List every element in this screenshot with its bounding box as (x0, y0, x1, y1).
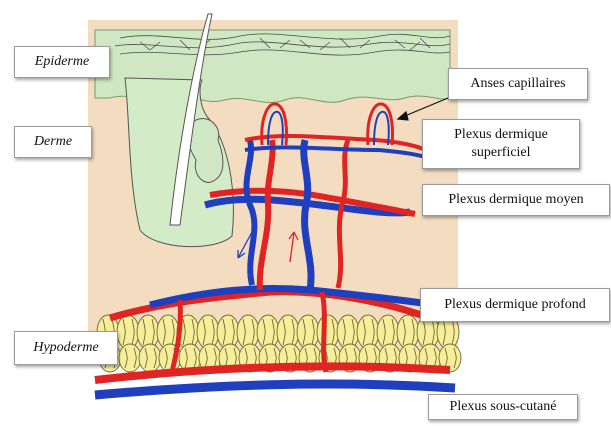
label-anses-capillaires-text: Anses capillaires (470, 75, 565, 93)
label-plexus-superficiel: Plexus dermique superficiel (422, 119, 580, 169)
label-plexus-moyen-text: Plexus dermique moyen (448, 191, 583, 209)
hypodermis-vessel-mid (322, 292, 326, 372)
label-hypoderme: Hypoderme (14, 331, 118, 365)
label-hypoderme-text: Hypoderme (33, 339, 98, 357)
label-derme-text: Derme (34, 133, 72, 151)
label-plexus-profond: Plexus dermique profond (420, 288, 610, 322)
label-plexus-sous-cutane: Plexus sous-cutané (428, 394, 578, 420)
subcutaneous-vein-band (95, 384, 455, 395)
label-anses-capillaires: Anses capillaires (448, 68, 588, 100)
label-derme: Derme (14, 126, 92, 158)
label-plexus-moyen: Plexus dermique moyen (422, 184, 610, 216)
label-plexus-profond-text: Plexus dermique profond (444, 296, 586, 314)
label-plexus-superficiel-text: Plexus dermique superficiel (454, 126, 548, 162)
label-epiderme: Epiderme (14, 46, 110, 78)
fat-lobule (119, 344, 141, 372)
label-epiderme-text: Epiderme (35, 53, 89, 71)
label-plexus-sous-cutane-text: Plexus sous-cutané (450, 398, 557, 416)
fat-lobule (139, 344, 161, 372)
